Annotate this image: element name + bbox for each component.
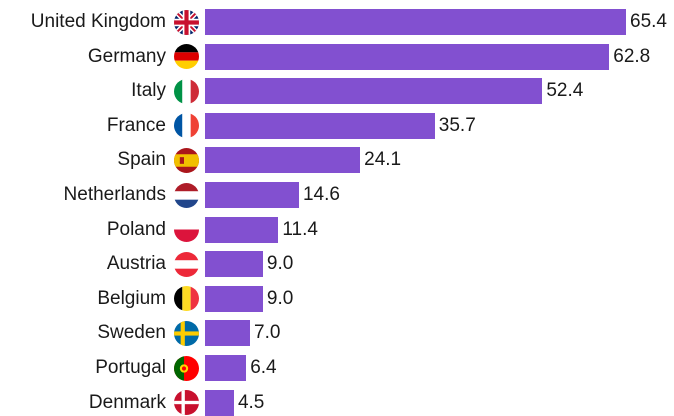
germany-flag-icon [174,44,199,70]
value-label: 65.4 [630,11,667,32]
category-label: Spain [117,149,166,171]
bar [205,251,263,278]
france-flag-icon [174,113,199,139]
italy-flag-icon [174,78,199,104]
belgium-flag-icon [174,286,199,312]
category-label: France [106,114,166,136]
value-label: 14.6 [302,184,340,205]
bar [205,78,543,105]
value-label: 24.1 [364,149,402,171]
poland-flag-icon [174,217,199,243]
category-label: Germany [87,45,166,67]
bar [205,355,247,381]
spain-flag-icon [174,147,199,173]
uk-flag-icon [174,9,199,35]
value-label: 7.0 [254,322,281,344]
value-label: 9.0 [266,287,294,309]
category-label: Poland [106,218,166,240]
category-label: Belgium [97,287,166,309]
austria-flag-icon [174,251,199,277]
value-label: 9.0 [266,253,294,275]
bar [205,147,361,174]
portugal-flag-icon [174,355,199,381]
bar [205,285,263,312]
bar [205,182,299,208]
category-label: Italy [131,80,166,102]
bar [205,43,610,70]
bar [205,389,234,416]
category-label: United Kingdom [30,11,166,32]
netherlands-flag-icon [174,182,199,208]
category-label: Sweden [97,322,166,344]
category-label: Denmark [88,391,166,413]
value-label: 4.5 [237,391,265,413]
category-label: Austria [106,253,166,275]
value-label: 6.4 [250,357,277,378]
sweden-flag-icon [174,320,199,346]
value-label: 35.7 [438,114,476,136]
category-label: Netherlands [63,184,166,205]
bar [205,9,626,35]
bar [205,320,251,347]
value-label: 11.4 [282,218,318,240]
value-label: 52.4 [546,80,584,102]
category-label: Portugal [95,357,166,378]
bar [205,112,435,139]
denmark-flag-icon [174,390,199,416]
bar [205,216,279,243]
value-label: 62.8 [613,45,651,67]
